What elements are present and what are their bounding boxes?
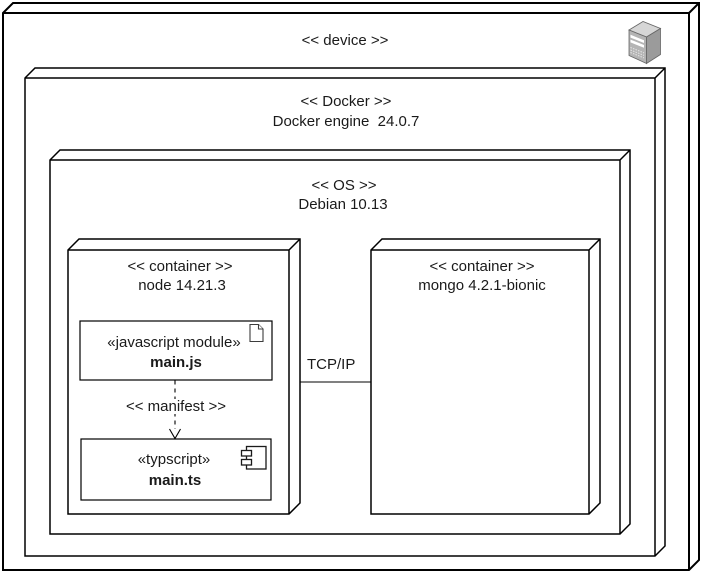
os-name-label: Debian 10.13 xyxy=(298,196,387,213)
mongo-container[interactable]: << container >> mongo 4.2.1-bionic xyxy=(370,238,601,515)
tcpip-link[interactable]: TCP/IP xyxy=(300,356,371,383)
maints-artifact-box xyxy=(80,438,272,501)
tcpip-link-label: TCP/IP xyxy=(307,356,355,373)
server-icon-slot xyxy=(630,34,644,43)
maints-name-label: main.ts xyxy=(149,472,202,489)
maints-stereotype-label: «typscript» xyxy=(138,451,211,468)
manifest-label-background xyxy=(120,399,232,414)
mongo-container-3d-edges xyxy=(371,238,601,514)
docker-node-3d-edges xyxy=(25,67,666,556)
mainjs-artifact[interactable]: «javascript module» main.js xyxy=(79,320,273,381)
mainjs-stereotype-label: «javascript module» xyxy=(107,334,240,351)
manifest-dependency[interactable]: << manifest >> xyxy=(120,380,232,440)
device-node-3d-edges xyxy=(3,2,700,570)
os-stereotype-label: << OS >> xyxy=(311,177,376,194)
manifest-label: << manifest >> xyxy=(126,398,226,415)
server-icon-side-face xyxy=(646,27,661,65)
mongo-container-name-label: mongo 4.2.1-bionic xyxy=(418,277,546,294)
node-container-name-label: node 14.21.3 xyxy=(138,277,226,294)
node-container-3d-edges xyxy=(68,238,301,514)
mongo-container-shape xyxy=(370,238,601,515)
uml-component-icon xyxy=(240,445,267,470)
server-icon xyxy=(628,21,662,65)
server-icon-vents xyxy=(630,47,645,59)
docker-name-label: Docker engine 24.0.7 xyxy=(273,113,420,130)
mainjs-artifact-box xyxy=(79,320,273,381)
server-icon-slot xyxy=(630,39,644,48)
node-container-stereotype-label: << container >> xyxy=(127,258,232,275)
document-icon xyxy=(249,323,264,343)
docker-stereotype-label: << Docker >> xyxy=(301,93,392,110)
device-stereotype-label: << device >> xyxy=(302,32,389,49)
os-node-3d-edges xyxy=(50,149,631,534)
maints-artifact[interactable]: «typscript» main.ts xyxy=(80,438,272,501)
mongo-container-stereotype-label: << container >> xyxy=(429,258,534,275)
mainjs-name-label: main.js xyxy=(150,354,202,371)
